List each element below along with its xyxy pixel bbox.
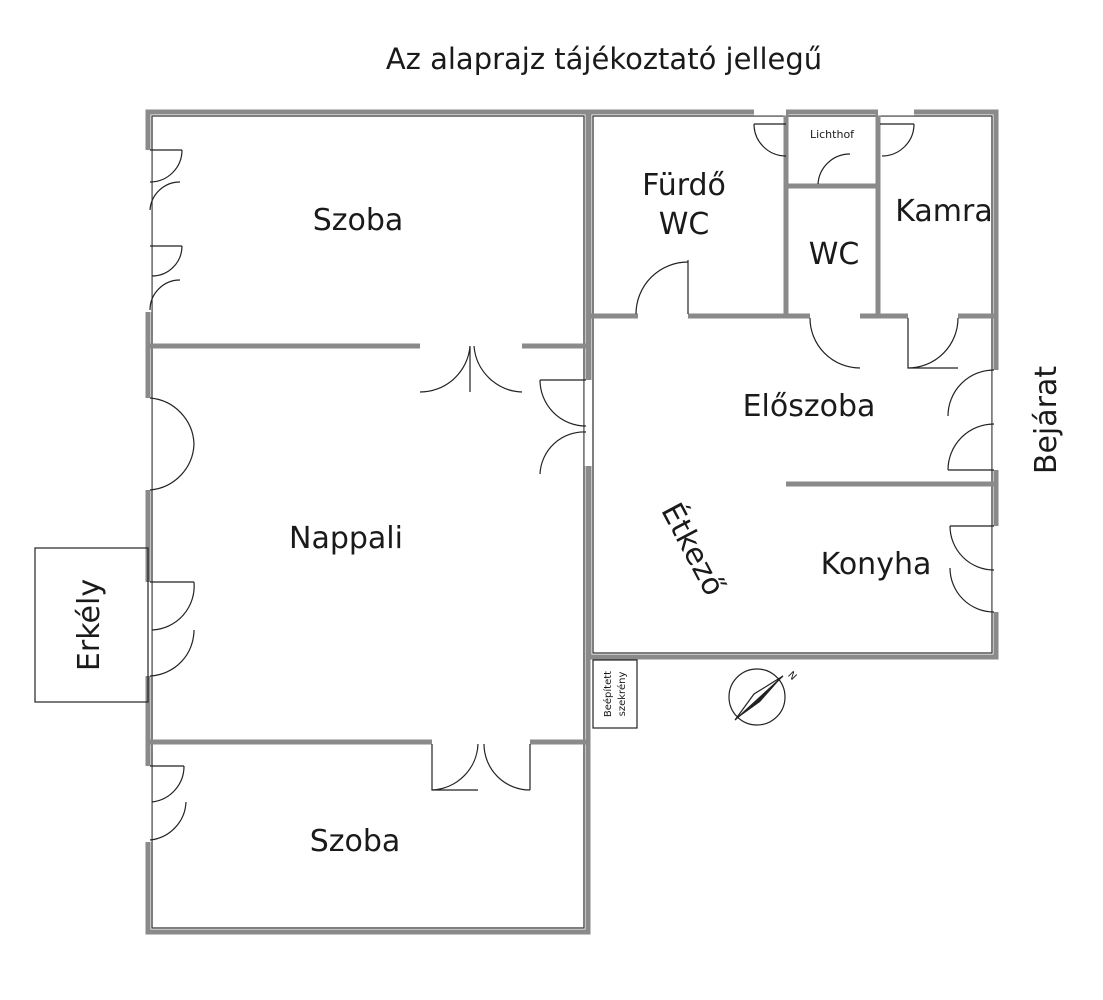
room-label-wc: WC [809, 237, 860, 272]
compass-rose-icon: N [728, 668, 798, 726]
room-label-konyha: Konyha [821, 547, 932, 582]
compass-letter: N [785, 670, 798, 683]
room-label-eloszoba: Előszoba [743, 389, 876, 424]
room-label-szoba-top: Szoba [313, 203, 404, 238]
room-label-nappali: Nappali [289, 521, 403, 556]
doors [149, 123, 995, 841]
room-label-kamra: Kamra [895, 194, 992, 229]
room-label-furdo-wc: WC [659, 207, 710, 242]
room-label-furdo: Fürdő [642, 168, 726, 203]
room-label-etkezo: Étkező [654, 497, 733, 602]
room-label-szoba-bottom: Szoba [310, 824, 401, 859]
plan-title: Az alaprajz tájékoztató jellegű [386, 42, 822, 76]
cabinet-label-line2: szekrény [616, 672, 628, 717]
balcony-outline [34, 547, 149, 703]
room-label-lichthof: Lichthof [810, 128, 855, 141]
entrance-label-bejarat: Bejárat [1029, 366, 1064, 474]
room-label-erkely: Erkély [72, 579, 107, 671]
built-in-cabinet [592, 659, 638, 729]
walls [144, 108, 1000, 935]
cabinet-label-line1: Beépített [602, 671, 614, 717]
